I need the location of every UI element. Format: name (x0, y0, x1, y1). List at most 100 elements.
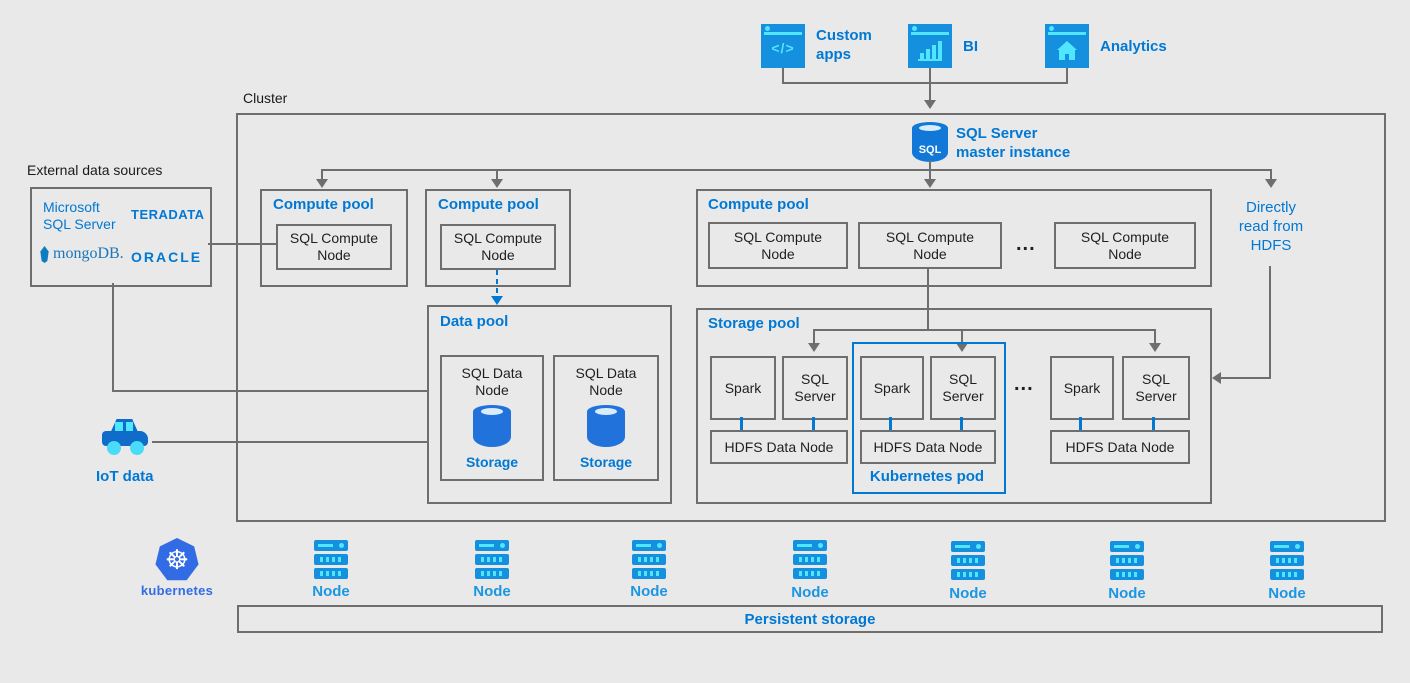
arrowhead-hdfs-read (1265, 179, 1277, 188)
car-wheel (107, 441, 121, 455)
kubernetes-wordmark: kubernetes (140, 583, 214, 598)
mongodb-leaf-icon (40, 246, 49, 263)
connector-external-to-compute1 (208, 243, 276, 245)
connector-spark-hdfs (889, 417, 892, 430)
server-node-icon (951, 541, 985, 583)
arrowhead-pool1 (316, 179, 328, 188)
cluster-box (236, 113, 1386, 522)
sql-data-node-2: SQL Data Node Storage (553, 355, 659, 481)
connector-distribution (322, 169, 1272, 171)
kubernetes-helm-icon: ☸ (155, 538, 199, 581)
bi-bar-3 (932, 45, 936, 59)
server-node-icon (1270, 541, 1304, 583)
connector-spark-hdfs (740, 417, 743, 430)
compute-pool-1-title: Compute pool (273, 196, 374, 213)
server-node-icon (314, 540, 348, 582)
connector-external-to-datapool (112, 390, 427, 392)
arrowhead-into-cluster (924, 100, 936, 109)
storage-pool-title: Storage pool (708, 315, 800, 332)
persistent-storage-bar: Persistent storage (237, 605, 1383, 633)
connector-to-sqlserver3 (1154, 329, 1156, 343)
arrowhead-pool3 (924, 179, 936, 188)
sql-data-node-label: SQL Data Node (575, 365, 637, 398)
arrowhead-pool2 (491, 179, 503, 188)
cluster-label: Cluster (243, 90, 288, 106)
compute-pool-3-title: Compute pool (708, 196, 809, 213)
server-node-icon (475, 540, 509, 582)
kubernetes-pod-label: Kubernetes pod (869, 468, 985, 485)
connector-compute-to-datapool (496, 270, 498, 296)
data-pool-title: Data pool (440, 313, 509, 330)
mongodb-logo: mongoDB. (53, 245, 124, 262)
server-node-icon (1110, 541, 1144, 583)
connector-apps-stub-1 (782, 68, 784, 83)
connector-hdfs-read-down (1269, 266, 1271, 379)
compute-pool-2-box (425, 189, 571, 287)
cylinder-highlight (481, 408, 503, 415)
oracle-logo: ORACLE (131, 249, 203, 265)
connector-sql-hdfs (812, 417, 815, 430)
external-sources-box (30, 187, 212, 287)
connector-master-stub (929, 160, 931, 171)
cylinder-highlight (595, 408, 617, 415)
connector-to-sqlserver1 (813, 329, 815, 343)
teradata-logo: TERADATA (131, 207, 205, 222)
node-label: Node (473, 583, 511, 600)
connector-hdfs-read-left (1221, 377, 1271, 379)
house-door (1065, 54, 1069, 60)
compute-pool-2-title: Compute pool (438, 196, 539, 213)
custom-apps-icon: </> (761, 24, 805, 68)
connector-to-pool2 (496, 169, 498, 179)
connector-sql-hdfs (1152, 417, 1155, 430)
connector-spark-hdfs (1079, 417, 1082, 430)
connector-to-hdfs-read (1270, 169, 1272, 179)
connector-external-down (112, 283, 114, 392)
car-window (126, 422, 133, 431)
storage-label: Storage (465, 454, 519, 470)
node-label: Node (1268, 585, 1306, 602)
bi-bar-1 (920, 53, 924, 59)
database-cylinder-icon (473, 405, 511, 447)
connector-compute3-down (927, 267, 929, 331)
sql-database-icon: SQL (912, 122, 948, 162)
car-icon (100, 418, 150, 462)
connector-apps-to-cluster (929, 82, 931, 100)
car-wheel (130, 441, 144, 455)
connector-to-pool1 (321, 169, 323, 179)
directly-read-label: Directly read from HDFS (1238, 199, 1304, 254)
server-node-icon (632, 540, 666, 582)
bi-bar-4 (938, 41, 942, 59)
database-cylinder-icon (587, 405, 625, 447)
sql-compute-node: SQL Compute Node (858, 222, 1002, 269)
bi-baseline (918, 59, 942, 61)
iot-data-label: IoT data (96, 468, 154, 485)
compute-pool-1-box (260, 189, 408, 287)
node-label: Node (949, 585, 987, 602)
hdfs-data-node: HDFS Data Node (860, 430, 996, 464)
ellipsis: ... (1014, 373, 1034, 395)
connector-to-pool3 (929, 169, 931, 179)
spark-node: Spark (860, 356, 924, 420)
sql-data-node-label: SQL Data Node (461, 365, 523, 398)
connector-apps-stub-2 (929, 68, 931, 83)
connector-apps-stub-3 (1066, 68, 1068, 83)
persistent-storage-label: Persistent storage (744, 610, 876, 628)
connector-iot-to-datapool (152, 441, 427, 443)
storage-label: Storage (579, 454, 633, 470)
sql-compute-node: SQL Compute Node (708, 222, 848, 269)
arrowhead-into-storagepool (1212, 372, 1221, 384)
car-window (115, 422, 123, 431)
arrowhead-sqlserver2 (956, 343, 968, 352)
bi-label: BI (963, 38, 978, 55)
custom-apps-label: Custom apps (816, 27, 872, 63)
connector-apps-horizontal (782, 82, 1068, 84)
kubernetes-pod-box (852, 342, 1006, 494)
hdfs-data-node: HDFS Data Node (1050, 430, 1190, 464)
compute-pool-3-box (696, 189, 1212, 287)
node-label: Node (1108, 585, 1146, 602)
helm-wheel-glyph: ☸ (164, 544, 190, 575)
master-instance-label: SQL Server master instance (956, 125, 1071, 161)
connector-storage-split (814, 329, 1156, 331)
arrowhead-sqlserver1 (808, 343, 820, 352)
spark-node: Spark (710, 356, 776, 420)
